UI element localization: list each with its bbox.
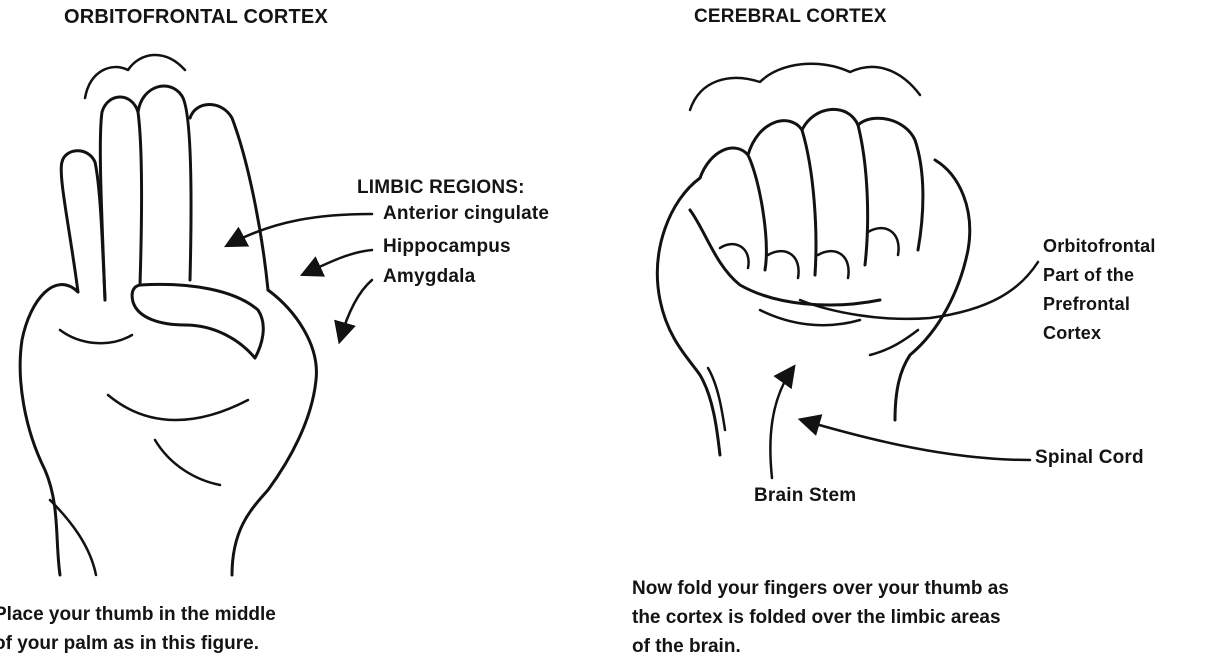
orbitofrontal-line-3: Prefrontal (1043, 290, 1156, 319)
index-knuckle (700, 148, 766, 270)
hippocampus-arrow (304, 250, 372, 274)
orbitofrontal-cortex-title: ORBITOFRONTAL CORTEX (64, 6, 328, 29)
brain-stem-label: Brain Stem (754, 485, 856, 507)
fist-thumb (690, 210, 880, 305)
left-caption-line-2: of your palm as in this figure. (0, 629, 276, 658)
amygdala-arrow (340, 280, 372, 340)
right-caption-line-2: the cortex is folded over the limbic are… (632, 603, 1009, 632)
left-caption: Place your thumb in the middle of your p… (0, 600, 276, 658)
ring-finger (100, 97, 141, 300)
left-caption-line-1: Place your thumb in the middle (0, 600, 276, 629)
palm-left-edge (20, 285, 78, 575)
limbic-item-amygdala: Amygdala (383, 266, 475, 288)
orbitofrontal-line-4: Cortex (1043, 319, 1156, 348)
orbitofrontal-label: Orbitofrontal Part of the Prefrontal Cor… (1043, 232, 1156, 348)
orbitofrontal-brace (85, 55, 185, 98)
spinal-cord-label: Spinal Cord (1035, 447, 1144, 469)
limbic-item-anterior-cingulate: Anterior cingulate (383, 203, 549, 225)
orbitofrontal-line-2: Part of the (1043, 261, 1156, 290)
thumb (132, 284, 263, 358)
right-caption-line-3: of the brain. (632, 632, 1009, 661)
limbic-regions-heading: LIMBIC REGIONS: (357, 177, 525, 199)
orbitofrontal-line-1: Orbitofrontal (1043, 232, 1156, 261)
brain-stem-arrow (770, 368, 793, 478)
orbitofrontal-pointer (800, 262, 1038, 319)
spinal-cord-arrow (802, 420, 1030, 460)
palm-right-edge (232, 290, 316, 575)
pinky-finger (61, 151, 105, 300)
anterior-cingulate-arrow (228, 214, 372, 245)
right-caption-line-1: Now fold your fingers over your thumb as (632, 574, 1009, 603)
cerebral-cortex-brace (690, 64, 920, 110)
limbic-item-hippocampus: Hippocampus (383, 236, 511, 258)
fist-illustration (657, 64, 969, 455)
index-finger (190, 105, 268, 291)
fist-outline (657, 178, 720, 455)
right-caption: Now fold your fingers over your thumb as… (632, 574, 1009, 661)
open-hand-illustration (20, 55, 316, 575)
middle-finger (138, 86, 191, 280)
cerebral-cortex-title: CEREBRAL CORTEX (694, 6, 887, 28)
